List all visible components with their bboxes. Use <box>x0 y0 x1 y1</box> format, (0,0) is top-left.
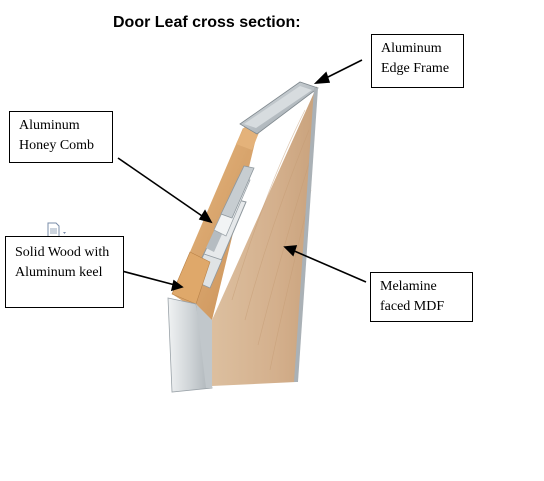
label-edge-frame-line1: Aluminum <box>381 41 442 56</box>
label-edge-frame-line2: Edge Frame <box>381 61 450 76</box>
document-icon <box>47 222 66 238</box>
mdf-face <box>212 86 317 386</box>
label-honeycomb-line1: Aluminum <box>19 118 80 133</box>
edge-frame-right <box>294 88 318 382</box>
label-melamine-mdf: Melamine faced MDF <box>370 272 473 322</box>
wood-keel-bottom <box>171 251 211 305</box>
label-solid-wood-line2: Aluminum keel <box>15 265 103 280</box>
diagram-title: Door Leaf cross section: <box>113 14 301 31</box>
label-mdf-line2: faced MDF <box>380 299 445 314</box>
label-aluminum-honeycomb: Aluminum Honey Comb <box>9 111 113 163</box>
arrow-mdf <box>291 249 367 283</box>
label-mdf-line1: Melamine <box>380 279 437 294</box>
arrow-solid-wood <box>117 269 176 286</box>
label-solid-wood-line1: Solid Wood with <box>15 245 110 260</box>
arrow-honeycomb <box>117 157 206 219</box>
label-aluminum-edge-frame: Aluminum Edge Frame <box>371 34 464 88</box>
label-solid-wood: Solid Wood with Aluminum keel <box>5 236 124 308</box>
arrow-edge-frame <box>321 59 363 81</box>
label-honeycomb-line2: Honey Comb <box>19 138 95 153</box>
honeycomb-core <box>191 165 255 289</box>
wood-grain <box>231 109 312 371</box>
leader-arrows <box>117 59 367 292</box>
